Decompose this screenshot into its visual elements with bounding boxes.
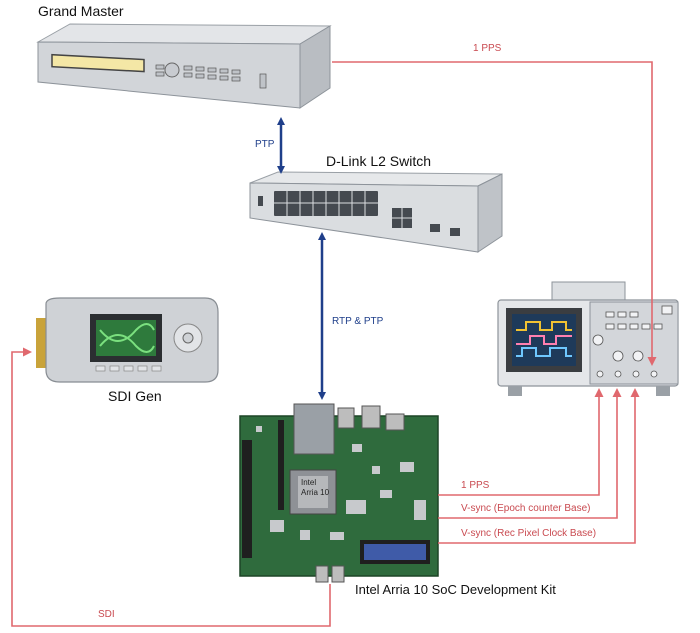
pps-board-label: 1 PPS — [461, 480, 490, 491]
pps-top-label: 1 PPS — [473, 43, 502, 54]
sdi-gen-label: SDI Gen — [108, 388, 162, 404]
oscilloscope-device — [497, 281, 679, 396]
sdi-link — [11, 347, 331, 627]
rtp-ptp-label: RTP & PTP — [332, 316, 384, 327]
dlink-switch-device — [249, 171, 503, 253]
grand-master-label: Grand Master — [38, 3, 124, 19]
vsync-epoch-label: V-sync (Epoch counter Base) — [461, 503, 591, 514]
ptp-label: PTP — [255, 139, 275, 150]
vsync-rec-link — [438, 388, 640, 544]
board-label: Intel Arria 10 SoC Development Kit — [355, 582, 556, 597]
sdi-label: SDI — [98, 609, 115, 620]
grand-master-device — [36, 23, 332, 109]
switch-label: D-Link L2 Switch — [326, 153, 432, 169]
chip-label: Intel Arria 10 — [301, 478, 330, 497]
pps-link-board — [438, 388, 604, 496]
pps-link-grand-master — [332, 61, 657, 366]
vsync-rec-label: V-sync (Rec Pixel Clock Base) — [461, 528, 597, 539]
sdi-gen-device — [36, 297, 219, 383]
vsync-epoch-link — [438, 388, 622, 519]
arria10-board — [239, 403, 439, 583]
